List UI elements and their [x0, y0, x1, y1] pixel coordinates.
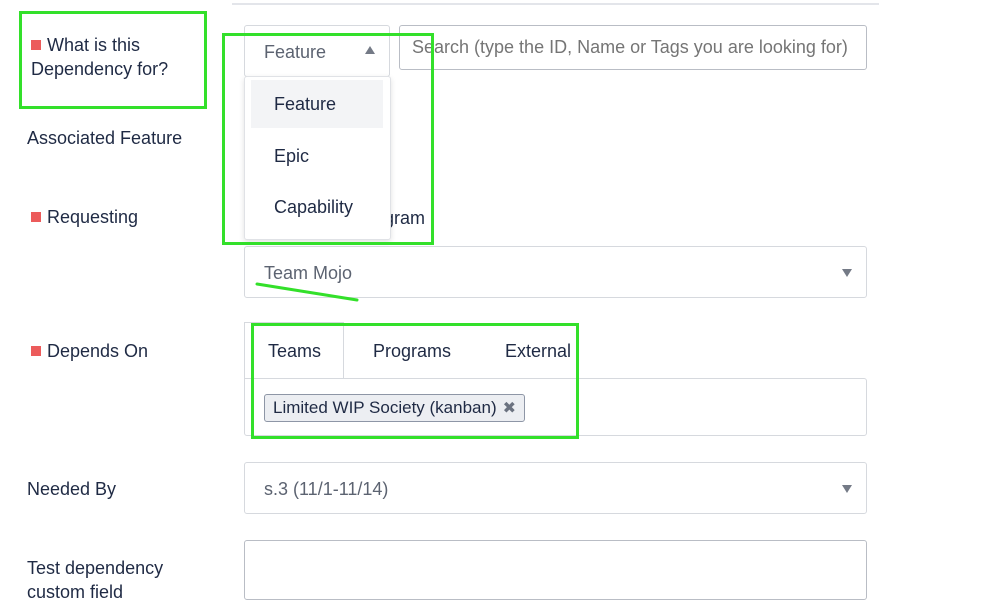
- dependency-type-menu: Feature Epic Capability: [244, 76, 391, 240]
- required-icon: [31, 40, 41, 50]
- tab-teams-label: Teams: [268, 341, 322, 361]
- dependency-type-select[interactable]: Feature: [244, 25, 390, 77]
- search-input[interactable]: [399, 25, 867, 70]
- dependency-for-label: What is this Dependency for?: [31, 35, 169, 79]
- annotation-stroke: [255, 282, 359, 302]
- tab-programs-partial[interactable]: gram: [384, 208, 426, 228]
- required-icon: [31, 346, 41, 356]
- caret-down-icon: [842, 485, 852, 493]
- tab-teams[interactable]: Teams: [244, 322, 344, 378]
- depends-on-label: Depends On: [31, 339, 148, 363]
- needed-by-select[interactable]: s.3 (11/1-11/14): [244, 462, 867, 514]
- team-chip: Limited WIP Society (kanban) ✖: [264, 394, 526, 422]
- custom-field-label: Test dependency custom field: [27, 558, 164, 602]
- required-icon: [31, 212, 41, 222]
- menu-item-epic[interactable]: Epic: [274, 146, 310, 166]
- team-chip-label: Limited WIP Society (kanban): [273, 398, 497, 417]
- close-icon[interactable]: ✖: [502, 400, 517, 417]
- requesting-label: Requesting: [31, 205, 138, 229]
- requesting-team-value: Team Mojo: [264, 263, 353, 283]
- requesting-team-select[interactable]: Team Mojo: [244, 246, 867, 298]
- tab-programs[interactable]: Programs: [373, 341, 452, 361]
- top-divider: [232, 3, 879, 5]
- custom-field-textarea[interactable]: [244, 540, 867, 600]
- tab-external[interactable]: External: [505, 341, 572, 361]
- caret-down-icon: [842, 269, 852, 277]
- dependency-type-value: Feature: [264, 42, 327, 62]
- needed-by-value: s.3 (11/1-11/14): [264, 479, 389, 499]
- associated-feature-label: Associated Feature: [27, 128, 183, 148]
- menu-item-feature[interactable]: Feature: [251, 80, 383, 128]
- caret-up-icon: [365, 46, 375, 54]
- needed-by-label: Needed By: [27, 479, 117, 499]
- menu-item-capability[interactable]: Capability: [274, 197, 354, 217]
